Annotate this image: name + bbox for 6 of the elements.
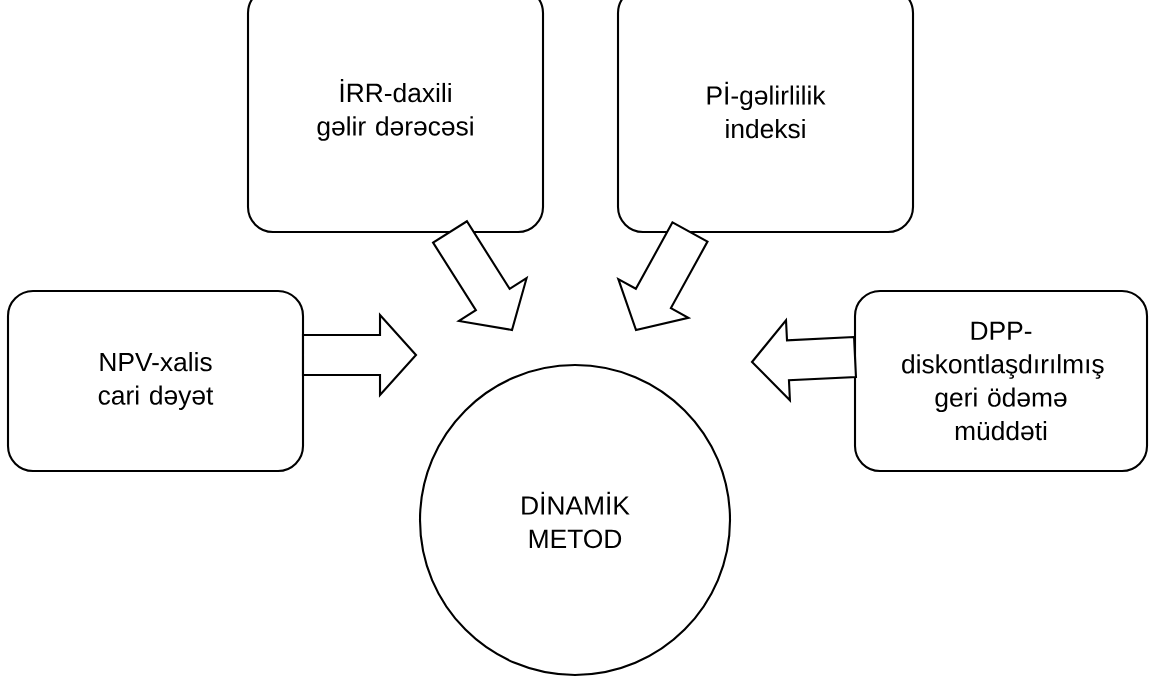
circle-node: DİNAMİK METOD [418, 363, 732, 677]
block-arrow [301, 312, 418, 398]
rounded-box: Pİ-gəlirlilik indeksi [616, 0, 915, 234]
rounded-box: NPV-xalis cari dəyət [6, 289, 305, 473]
rounded-box: DPP-diskontlaşdırılmış geri ödəmə müddəti [853, 289, 1149, 473]
rounded-box: İRR-daxili gəlir dərəcəsi [246, 0, 545, 234]
